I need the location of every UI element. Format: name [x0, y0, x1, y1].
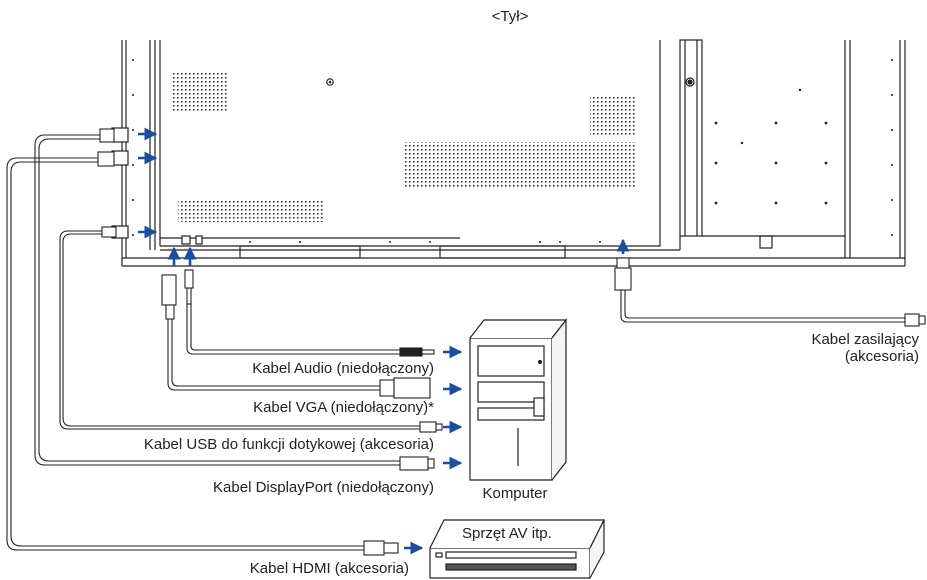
vent-grille	[590, 95, 636, 135]
label-power-accessory: (akcesoria)	[844, 348, 919, 365]
label-power-cable: Kabel zasilający	[811, 331, 919, 348]
label-displayport-cable: Kabel DisplayPort (niedołączony)	[213, 479, 434, 496]
label-hdmi-cable: Kabel HDMI (akcesoria)	[249, 560, 409, 577]
label-usb-cable: Kabel USB do funkcji dotykowej (akcesori…	[143, 436, 434, 453]
cables	[6, 128, 926, 556]
mounting-holes	[132, 59, 893, 243]
vent-grille	[172, 72, 228, 112]
label-audio-cable: Kabel Audio (niedołączony)	[252, 360, 434, 377]
computer-tower	[469, 318, 568, 481]
vent-grille	[178, 200, 324, 222]
label-vga-cable: Kabel VGA (niedołączony)*	[253, 399, 434, 416]
side-ports	[111, 127, 203, 245]
monitor-rear	[121, 39, 906, 267]
label-av-device: Sprzęt AV itp.	[462, 525, 552, 542]
av-device	[429, 519, 605, 579]
page-title: <Tył>	[491, 8, 529, 25]
connection-arrows	[138, 127, 630, 555]
label-computer: Komputer	[482, 485, 548, 502]
vent-grille	[405, 142, 636, 187]
